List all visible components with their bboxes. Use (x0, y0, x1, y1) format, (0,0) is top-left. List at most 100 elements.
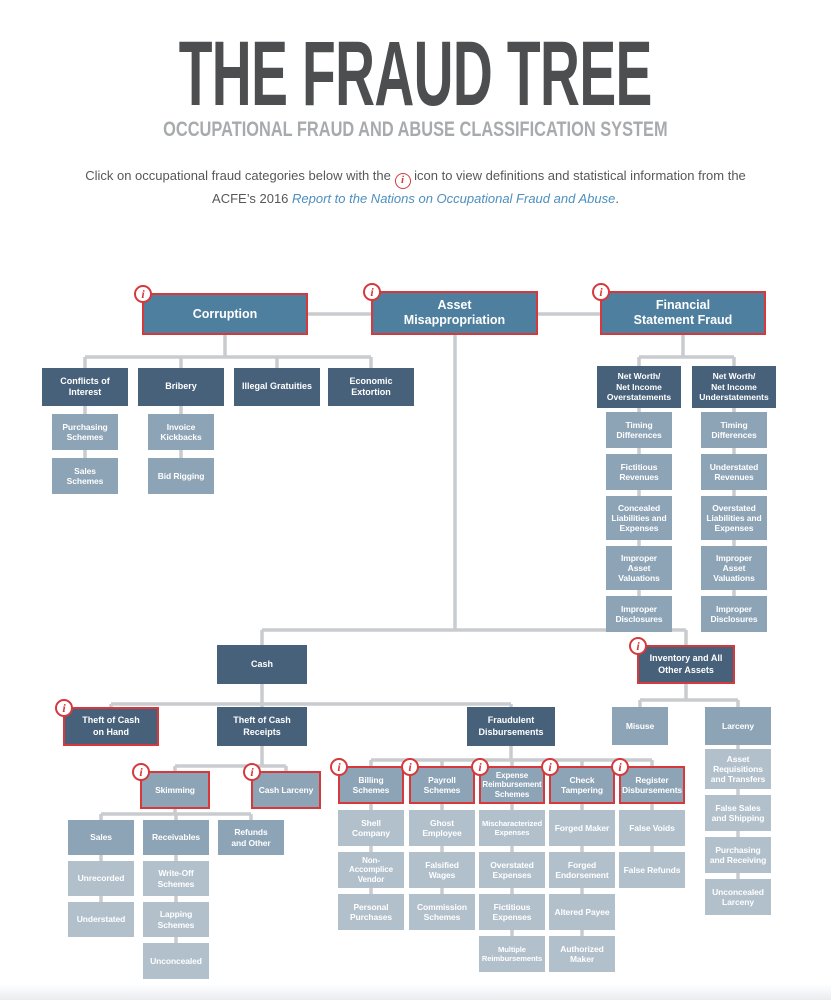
node-shell-company: Shell Company (338, 810, 404, 846)
intro-after: icon to view definitions and statistical… (212, 168, 746, 206)
node-label: Asset Misappropriation (403, 298, 506, 327)
node-fraudulent-disbursements: Fraudulent Disbursements (467, 707, 555, 746)
node-improper-asset-valuations-over: Improper Asset Valuations (606, 546, 672, 590)
node-label: False Sales and Shipping (711, 802, 765, 823)
node-label: Invoice Kickbacks (160, 421, 202, 442)
info-icon[interactable]: i (592, 283, 610, 301)
info-icon[interactable]: i (132, 763, 150, 781)
node-label: Corruption (192, 306, 258, 321)
node-label: False Refunds (623, 864, 681, 875)
node-label: Overstated Expenses (490, 859, 534, 880)
node-label: Falsified Wages (425, 859, 459, 880)
node-label: Bribery (165, 381, 197, 392)
node-purchasing-schemes: Purchasing Schemes (52, 414, 118, 450)
node-label: Lapping Schemes (157, 909, 195, 930)
node-label: Bid Rigging (157, 470, 205, 481)
node-label: Non- Accomplice Vendor (349, 855, 393, 884)
node-label: Expense Reimbursement Schemes (482, 770, 542, 799)
info-icon[interactable]: i (330, 758, 348, 776)
node-multiple-reimbursements: Multiple Reimbursements (479, 936, 545, 972)
node-overstated-expenses: Overstated Expenses (479, 852, 545, 888)
intro-period: . (615, 190, 619, 206)
info-icon[interactable]: i (629, 637, 647, 655)
node-forged-endorsement: Forged Endorsement (549, 852, 615, 888)
info-icon[interactable]: i (611, 758, 629, 776)
node-label: Forged Maker (554, 822, 610, 833)
info-icon[interactable]: i (471, 758, 489, 776)
report-link[interactable]: Report to the Nations on Occupational Fr… (292, 190, 616, 206)
node-label: Unconcealed Larceny (712, 886, 764, 907)
node-label: Understated Revenues (709, 461, 759, 482)
node-net-worth-overstatements: Net Worth/ Net Income Overstatements (597, 366, 681, 408)
node-concealed-liabilities: Concealed Liabilities and Expenses (606, 496, 672, 540)
node-conflicts-of-interest: Conflicts of Interest (42, 368, 128, 406)
footer-strip (0, 984, 831, 1000)
node-label: Mischaracterized Expenses (481, 818, 543, 837)
node-label: Misuse (625, 720, 655, 731)
node-larceny: Larceny (705, 707, 771, 745)
node-false-voids: False Voids (619, 810, 685, 846)
node-label: Forged Endorsement (555, 859, 609, 880)
info-icon[interactable]: i (401, 758, 419, 776)
page-title: THE FRAUD TREE (178, 23, 653, 125)
node-label: Larceny (722, 720, 754, 731)
node-non-accomplice-vendor: Non- Accomplice Vendor (338, 852, 404, 888)
node-label: False Voids (629, 822, 675, 833)
node-label: Theft of Cash Receipts (233, 715, 291, 737)
node-label: Register Disbursements (621, 774, 683, 795)
node-refunds-and-other: Refunds and Other (218, 820, 284, 855)
node-fictitious-revenues: Fictitious Revenues (606, 454, 672, 490)
node-ghost-employee: Ghost Employee (409, 810, 475, 846)
node-altered-payee: Altered Payee (549, 894, 615, 930)
node-label: Multiple Reimbursements (481, 944, 543, 963)
node-label: Financial Statement Fraud (633, 298, 733, 327)
node-label: Fictitious Revenues (619, 461, 659, 482)
page-subtitle-wrap: OCCUPATIONAL FRAUD AND ABUSE CLASSIFICAT… (0, 118, 831, 142)
node-sales-schemes: Sales Schemes (52, 458, 118, 494)
node-overstated-liabilities: Overstated Liabilities and Expenses (701, 496, 767, 540)
intro-before: Click on occupational fraud categories b… (85, 168, 391, 183)
node-skimming-sales: Sales (68, 820, 134, 855)
node-bid-rigging: Bid Rigging (148, 458, 214, 494)
node-label: Conflicts of Interest (60, 375, 110, 397)
node-label: Understated (76, 914, 126, 925)
page-title-wrap: THE FRAUD TREE (0, 28, 831, 120)
info-icon[interactable]: i (243, 763, 261, 781)
intro-text: Click on occupational fraud categories b… (85, 166, 746, 209)
node-unconcealed-larceny: Unconcealed Larceny (705, 879, 771, 915)
node-bribery: Bribery (138, 368, 224, 406)
node-label: Purchasing and Receiving (709, 844, 767, 865)
node-label: Timing Differences (711, 419, 757, 440)
info-icon[interactable]: i (541, 758, 559, 776)
node-label: Fictitious Expenses (492, 901, 532, 922)
node-label: Purchasing Schemes (62, 421, 108, 442)
node-label: Payroll Schemes (423, 774, 461, 795)
node-economic-extortion: Economic Extortion (328, 368, 414, 406)
node-theft-of-cash-receipts: Theft of Cash Receipts (217, 707, 307, 746)
node-label: Unconcealed (150, 955, 202, 966)
node-label: Concealed Liabilities and Expenses (611, 502, 667, 534)
node-authorized-maker: Authorized Maker (549, 936, 615, 972)
node-false-refunds: False Refunds (619, 852, 685, 888)
info-icon[interactable]: i (134, 285, 152, 303)
node-lapping-schemes: Lapping Schemes (143, 902, 209, 937)
info-icon[interactable]: i (55, 699, 73, 717)
info-icon[interactable]: i (363, 283, 381, 301)
node-cash: Cash (217, 645, 307, 684)
node-label: Authorized Maker (560, 943, 604, 964)
node-label: Sales Schemes (66, 465, 104, 486)
node-personal-purchases: Personal Purchases (338, 894, 404, 930)
